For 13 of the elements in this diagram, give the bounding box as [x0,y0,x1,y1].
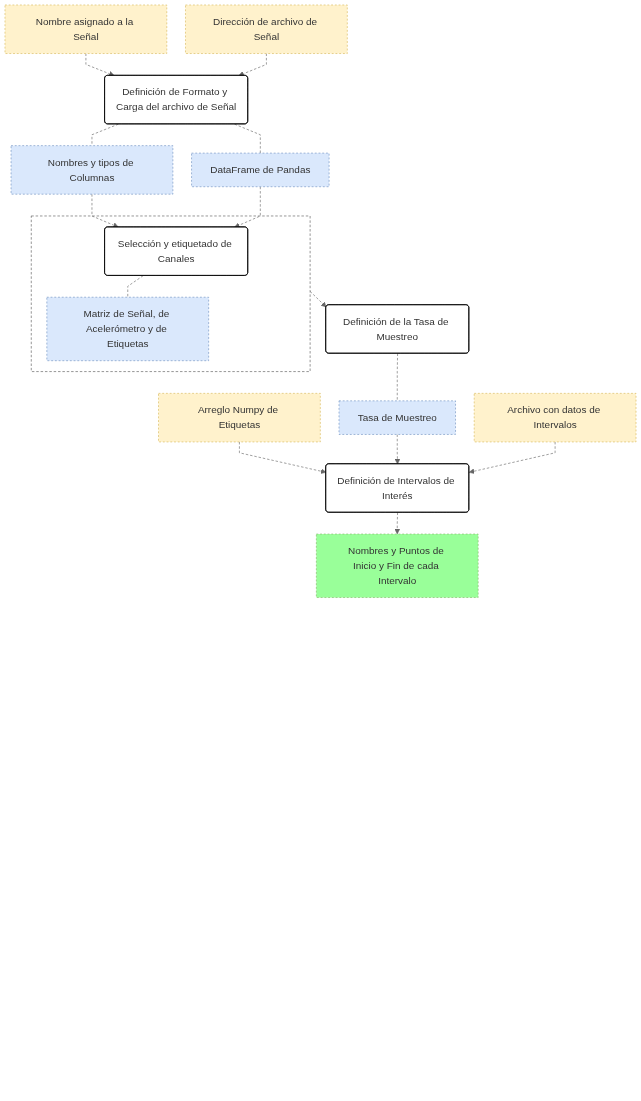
connector [396,353,398,402]
node-box: Tasa de Muestreo [338,400,456,435]
connector [127,275,144,298]
node-box: Archivo con datos de Intervalos [473,393,637,443]
cluster [30,215,311,372]
node-box: Nombres y tipos de Columnas [10,145,174,195]
node-box: DataFrame de Pandas [191,152,330,188]
node-box: Matriz de Señal, de Acelerómetro y de Etiquetas [46,296,209,361]
connector [91,123,119,146]
node-box: Dirección de archivo de Señal [185,4,348,54]
node-box: Nombre asignado a la Señal [4,4,168,54]
node-box: Arreglo Numpy de Etiquetas [158,393,321,443]
node-box: Nombres y Puntos de Inicio y Fin de cada Intervalo [316,533,479,598]
